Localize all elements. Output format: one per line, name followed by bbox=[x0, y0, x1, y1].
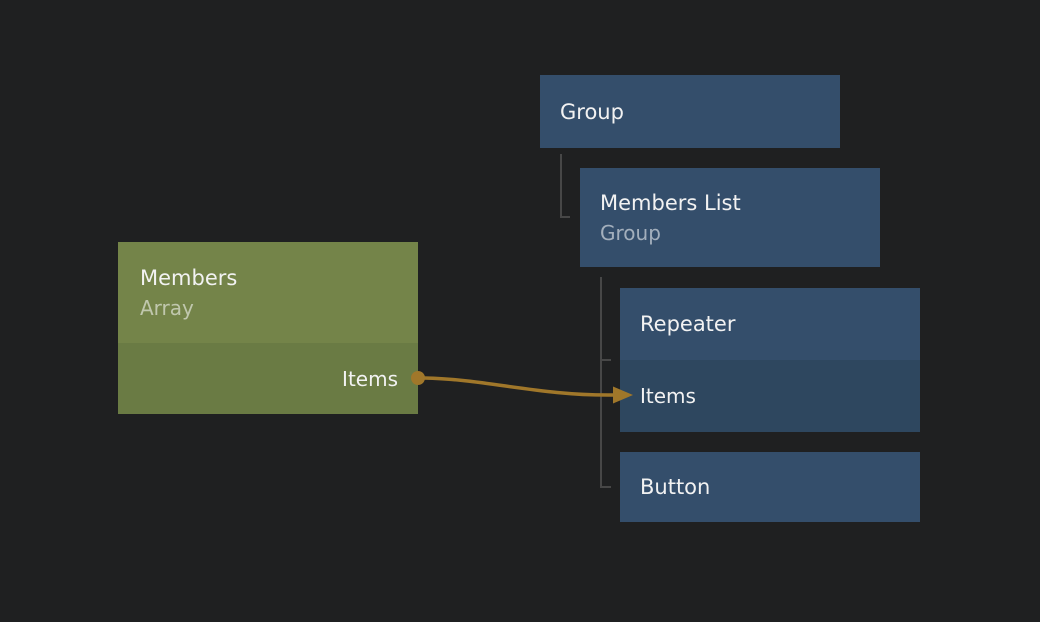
node-members-type: Array bbox=[140, 295, 194, 320]
node-repeater[interactable]: Repeater Items bbox=[620, 288, 920, 432]
node-group-title: Group bbox=[560, 99, 624, 124]
tree-connector-members-list-to-children bbox=[600, 277, 611, 488]
node-members-list-type: Group bbox=[600, 220, 661, 245]
repeater-items-port-label: Items bbox=[640, 384, 696, 408]
node-button-header: Button bbox=[620, 452, 920, 522]
node-group-header: Group bbox=[540, 75, 840, 148]
node-repeater-header: Repeater bbox=[620, 288, 920, 360]
connection-members-items-to-repeater-items[interactable] bbox=[411, 371, 633, 404]
members-items-port-label: Items bbox=[342, 366, 398, 391]
connection-curve[interactable] bbox=[423, 376, 615, 397]
repeater-items-input-port-row[interactable]: Items bbox=[620, 360, 920, 432]
tree-connector-group-to-members-list bbox=[560, 154, 570, 218]
node-members-list-title: Members List bbox=[600, 190, 741, 215]
node-button-title: Button bbox=[640, 475, 711, 499]
node-members-header: Members Array bbox=[118, 242, 418, 343]
node-members[interactable]: Members Array Items bbox=[118, 242, 418, 414]
node-button[interactable]: Button bbox=[620, 452, 920, 522]
node-repeater-title: Repeater bbox=[640, 312, 736, 336]
node-members-list-header: Members List Group bbox=[580, 168, 880, 267]
node-group[interactable]: Group bbox=[540, 75, 840, 148]
members-items-output-port-row[interactable]: Items bbox=[118, 343, 418, 414]
node-members-list[interactable]: Members List Group bbox=[580, 168, 880, 267]
node-members-title: Members bbox=[140, 265, 238, 290]
